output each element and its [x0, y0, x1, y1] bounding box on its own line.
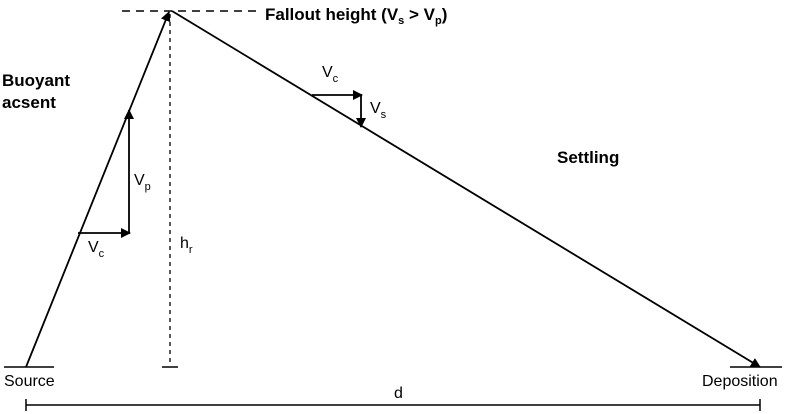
- vc-settling-label: Vc: [322, 64, 339, 85]
- vp-label: Vp: [134, 172, 151, 193]
- deposition-label: Deposition: [702, 373, 778, 390]
- source-label: Source: [4, 373, 55, 390]
- distance-label: d: [394, 385, 403, 402]
- settling-trajectory-arrow: [171, 10, 761, 368]
- vs-settling-label: Vs: [370, 100, 387, 121]
- release-height-label: hr: [180, 235, 193, 256]
- vc-ascent-label: Vc: [88, 239, 105, 260]
- fallout-height-label: Fallout height (Vs > Vp): [265, 5, 447, 27]
- settling-label: Settling: [557, 148, 619, 167]
- buoyant-label-line1: Buoyant: [2, 71, 70, 90]
- buoyant-label-line2: acsent: [2, 93, 56, 112]
- ascent-trajectory-arrow: [25, 11, 171, 368]
